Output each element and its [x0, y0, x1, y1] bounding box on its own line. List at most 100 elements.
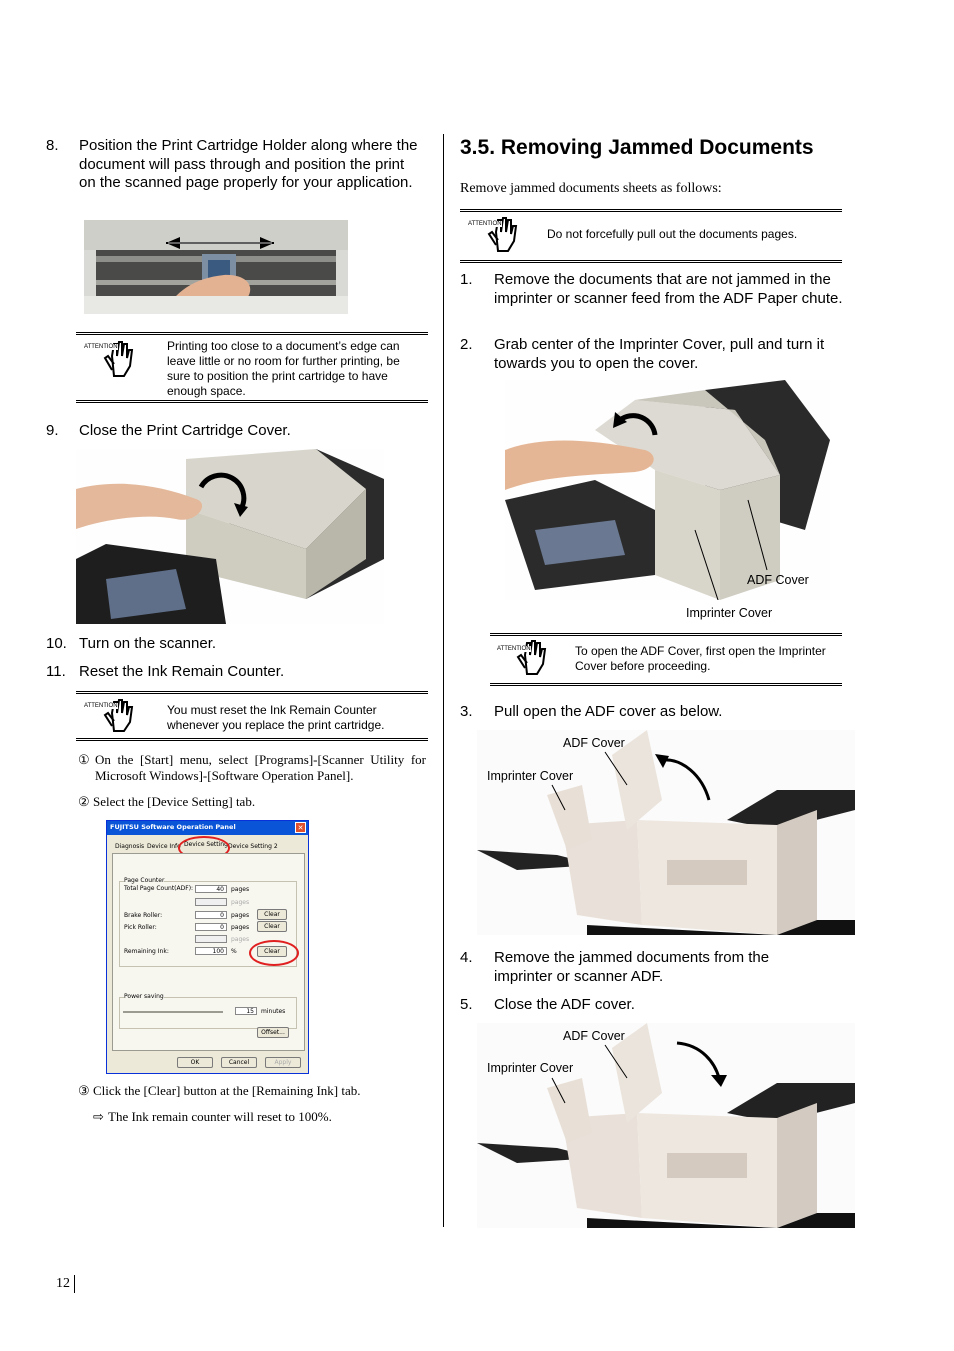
- column-divider: [443, 134, 444, 1227]
- step-number: 10.: [46, 635, 67, 652]
- step-4: 4. Remove the jammed documents from the …: [460, 949, 844, 987]
- adf-cover-close-photo: [477, 1023, 855, 1228]
- total-page-count-label: Total Page Count(ADF):: [124, 885, 194, 892]
- step-number: 11.: [46, 663, 66, 680]
- imprinter-cover-caption: Imprinter Cover: [487, 769, 574, 783]
- page-number-rule: [74, 1275, 75, 1293]
- total-page-count-field[interactable]: 40: [195, 885, 227, 893]
- pages-unit: pages: [231, 886, 250, 893]
- step-number: 9.: [46, 422, 59, 439]
- section-heading: 3.5. Removing Jammed Documents: [460, 136, 814, 159]
- sub-step-marker: ②: [78, 794, 90, 809]
- sub-step-text: Click the [Clear] button at the [Remaini…: [93, 1083, 361, 1098]
- step-3: 3. Pull open the ADF cover as below.: [460, 703, 844, 723]
- leader-lines: [551, 1041, 727, 1104]
- page-number: 12: [56, 1276, 70, 1291]
- tab-device-info[interactable]: Device Info: [147, 843, 181, 850]
- tab-diagnosis[interactable]: Diagnosis: [115, 843, 145, 850]
- page-counter-group: [119, 881, 297, 967]
- minutes-unit: minutes: [261, 1008, 286, 1015]
- sub-step-text: Select the [Device Setting] tab.: [93, 794, 256, 809]
- step-number: 8.: [46, 137, 59, 154]
- pages-unit: pages: [231, 899, 250, 906]
- step-1: 1. Remove the documents that are not jam…: [460, 271, 844, 327]
- step-5: 5. Close the ADF cover.: [460, 996, 844, 1016]
- power-saving-slider[interactable]: [123, 1011, 223, 1013]
- close-icon[interactable]: ✕: [295, 822, 306, 833]
- imprinter-cover-photo: [505, 380, 830, 600]
- step-2: 2. Grab center of the Imprinter Cover, p…: [460, 336, 844, 374]
- empty-field: [195, 898, 227, 906]
- step-text: Close the ADF cover.: [494, 996, 635, 1013]
- step-text: Remove the documents that are not jammed…: [494, 271, 843, 307]
- step-text: Position the Print Cartridge Holder alon…: [79, 137, 418, 191]
- result-text: The Ink remain counter will reset to 100…: [108, 1109, 332, 1124]
- step-9: 9. Close the Print Cartridge Cover.: [46, 422, 426, 442]
- step-number: 4.: [460, 949, 473, 966]
- sub-step-marker: ③: [78, 1083, 90, 1098]
- tab-device-setting-2[interactable]: Device Setting 2: [228, 843, 278, 850]
- dialog-title-bar: FUJITSU Software Operation Panel ✕: [107, 821, 308, 835]
- attention-box: [76, 332, 428, 403]
- cartridge-holder-photo: [84, 220, 348, 314]
- intro-text: Remove jammed documents sheets as follow…: [460, 181, 722, 196]
- attention-hand-icon: ATTENTION: [497, 638, 555, 676]
- brake-roller-field[interactable]: 0: [195, 911, 227, 919]
- pick-roller-field[interactable]: 0: [195, 923, 227, 931]
- step-number: 1.: [460, 271, 473, 288]
- attention-label: ATTENTION: [497, 646, 531, 652]
- sub-step-text: On the [Start] menu, select [Programs]-[…: [95, 752, 426, 783]
- pick-roller-label: Pick Roller:: [124, 924, 157, 931]
- apply-button[interactable]: Apply: [265, 1057, 301, 1068]
- step-text: Turn on the scanner.: [79, 635, 217, 652]
- attention-hand-icon: ATTENTION: [84, 338, 142, 378]
- result-note: ⇨ The Ink remain counter will reset to 1…: [93, 1109, 423, 1125]
- sub-step-2: ② Select the [Device Setting] tab.: [78, 794, 426, 810]
- step-text: Grab center of the Imprinter Cover, pull…: [494, 336, 825, 372]
- attention-text: You must reset the Ink Remain Counter wh…: [167, 703, 385, 732]
- clear-button-highlight: [249, 940, 299, 966]
- step-10: 10. Turn on the scanner.: [46, 635, 426, 655]
- step-text: Pull open the ADF cover as below.: [494, 703, 723, 720]
- clear-brake-roller-button[interactable]: Clear: [257, 909, 287, 920]
- clear-pick-roller-button[interactable]: Clear: [257, 921, 287, 932]
- step-11: 11. Reset the Ink Remain Counter.: [46, 663, 426, 683]
- remaining-ink-field[interactable]: 100: [195, 947, 227, 955]
- offset-button[interactable]: Offset...: [257, 1027, 289, 1038]
- page-counter-label: Page Counter: [124, 877, 165, 884]
- close-cartridge-cover-photo: [76, 449, 384, 624]
- pages-unit: pages: [231, 936, 250, 943]
- remaining-ink-label: Remaining Ink:: [124, 948, 169, 955]
- attention-box: [460, 209, 842, 263]
- attention-label: ATTENTION: [84, 703, 118, 709]
- pages-unit: pages: [231, 912, 250, 919]
- power-saving-field[interactable]: 15: [235, 1007, 257, 1015]
- adf-cover-caption: ADF Cover: [563, 1029, 625, 1043]
- software-operation-panel-dialog: FUJITSU Software Operation Panel ✕ Diagn…: [106, 820, 309, 1074]
- sub-step-3: ③ Click the [Clear] button at the [Remai…: [78, 1083, 426, 1099]
- power-saving-label: Power saving: [124, 993, 164, 1000]
- sub-step-marker: ①: [78, 752, 90, 767]
- ok-button[interactable]: OK: [177, 1057, 213, 1068]
- attention-label: ATTENTION: [84, 344, 118, 350]
- imprinter-cover-caption: Imprinter Cover: [686, 606, 773, 620]
- step-8: 8. Position the Print Cartridge Holder a…: [46, 137, 426, 213]
- dialog-title: FUJITSU Software Operation Panel: [110, 823, 236, 831]
- adf-cover-caption: ADF Cover: [747, 573, 809, 587]
- arrow-right-icon: ⇨: [93, 1109, 104, 1124]
- attention-label: ATTENTION: [468, 221, 502, 227]
- brake-roller-label: Brake Roller:: [124, 912, 163, 919]
- step-text: Reset the Ink Remain Counter.: [79, 663, 285, 680]
- cancel-button[interactable]: Cancel: [221, 1057, 257, 1068]
- attention-hand-icon: ATTENTION: [84, 697, 142, 733]
- step-number: 5.: [460, 996, 473, 1013]
- adf-cover-open-photo: [477, 730, 855, 935]
- imprinter-cover-caption: Imprinter Cover: [487, 1061, 574, 1075]
- attention-text: To open the ADF Cover, first open the Im…: [575, 644, 826, 673]
- attention-text: Printing too close to a document’s edge …: [167, 339, 400, 398]
- leader-lines: [551, 751, 711, 811]
- leader-lines: [694, 499, 768, 600]
- step-number: 2.: [460, 336, 473, 353]
- step-text: Close the Print Cartridge Cover.: [79, 422, 291, 439]
- percent-unit: %: [231, 948, 237, 955]
